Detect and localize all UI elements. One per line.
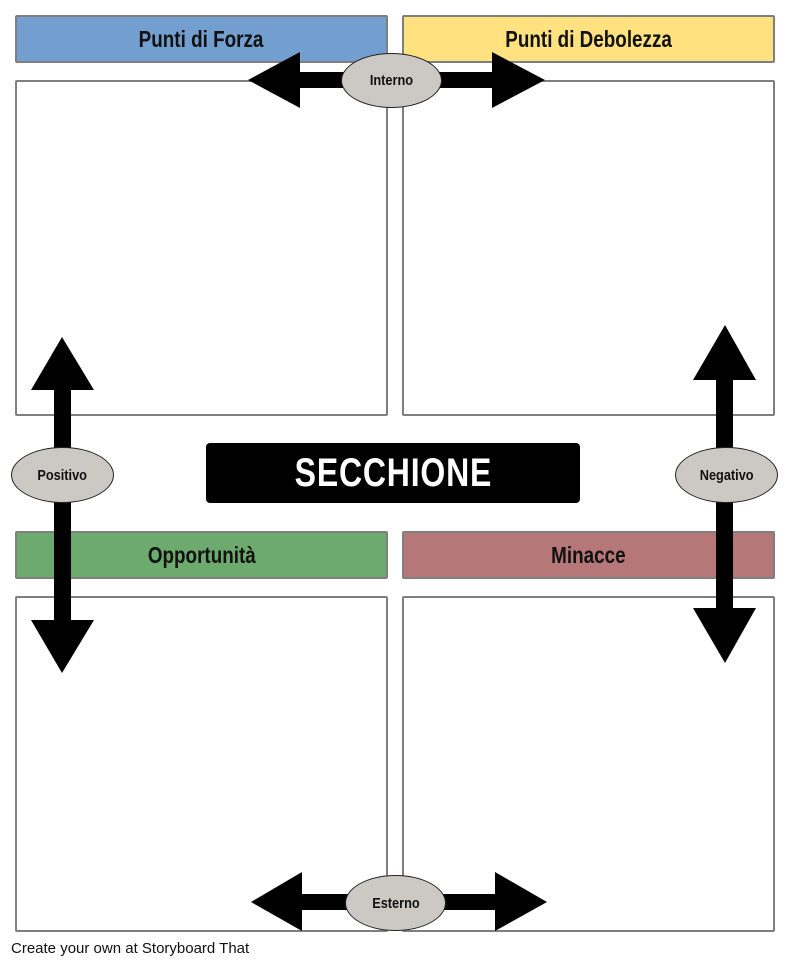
interno-label-oval: Interno — [341, 53, 442, 108]
threats-label: Minacce — [551, 541, 626, 568]
opportunities-header: Opportunità — [15, 531, 388, 579]
center-title-box: SECCHIONE — [206, 443, 580, 503]
strengths-label: Punti di Forza — [139, 25, 264, 52]
positivo-double-arrow-icon — [31, 337, 94, 673]
weaknesses-header: Punti di Debolezza — [402, 15, 775, 63]
threats-header: Minacce — [402, 531, 775, 579]
negativo-label: Negativo — [699, 466, 754, 484]
strengths-header: Punti di Forza — [15, 15, 388, 63]
esterno-label-oval: Esterno — [345, 875, 446, 931]
positivo-label: Positivo — [37, 466, 88, 484]
center-title: SECCHIONE — [294, 450, 492, 495]
opportunities-label: Opportunità — [147, 541, 256, 568]
storyboard-that-link[interactable]: Create your own at Storyboard That — [11, 940, 250, 957]
weaknesses-label: Punti di Debolezza — [505, 25, 672, 52]
strengths-content-box[interactable] — [15, 80, 388, 416]
positivo-label-oval: Positivo — [11, 447, 114, 503]
interno-label: Interno — [369, 72, 414, 89]
negativo-label-oval: Negativo — [675, 447, 778, 503]
esterno-label: Esterno — [371, 894, 420, 912]
opportunities-content-box[interactable] — [15, 596, 388, 932]
threats-content-box[interactable] — [402, 596, 775, 932]
